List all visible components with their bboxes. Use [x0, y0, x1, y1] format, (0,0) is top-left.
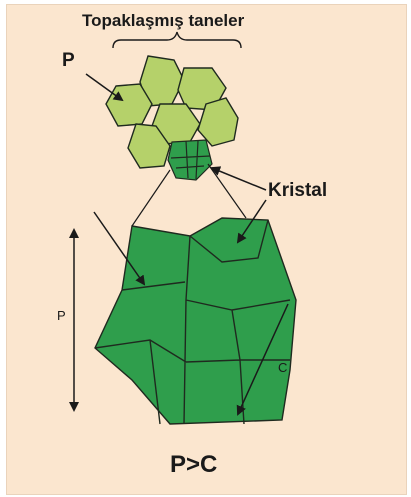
projection-line-right [208, 164, 246, 218]
crystal-label: Kristal [268, 180, 327, 201]
projection-line-left [132, 170, 170, 226]
particle-label: P [62, 50, 75, 71]
crystal-cluster-small [168, 140, 212, 180]
crystal-outline [95, 218, 296, 424]
title-brace [113, 32, 241, 48]
crystal-pointer-arrow-top [212, 168, 266, 190]
crystal-aggregate [95, 218, 296, 424]
particle-size-label: P [57, 308, 66, 323]
size-relation-label: P>C [170, 451, 217, 478]
crystal-size-label: C [278, 360, 287, 375]
title-label: Topaklaşmış taneler [82, 11, 245, 30]
